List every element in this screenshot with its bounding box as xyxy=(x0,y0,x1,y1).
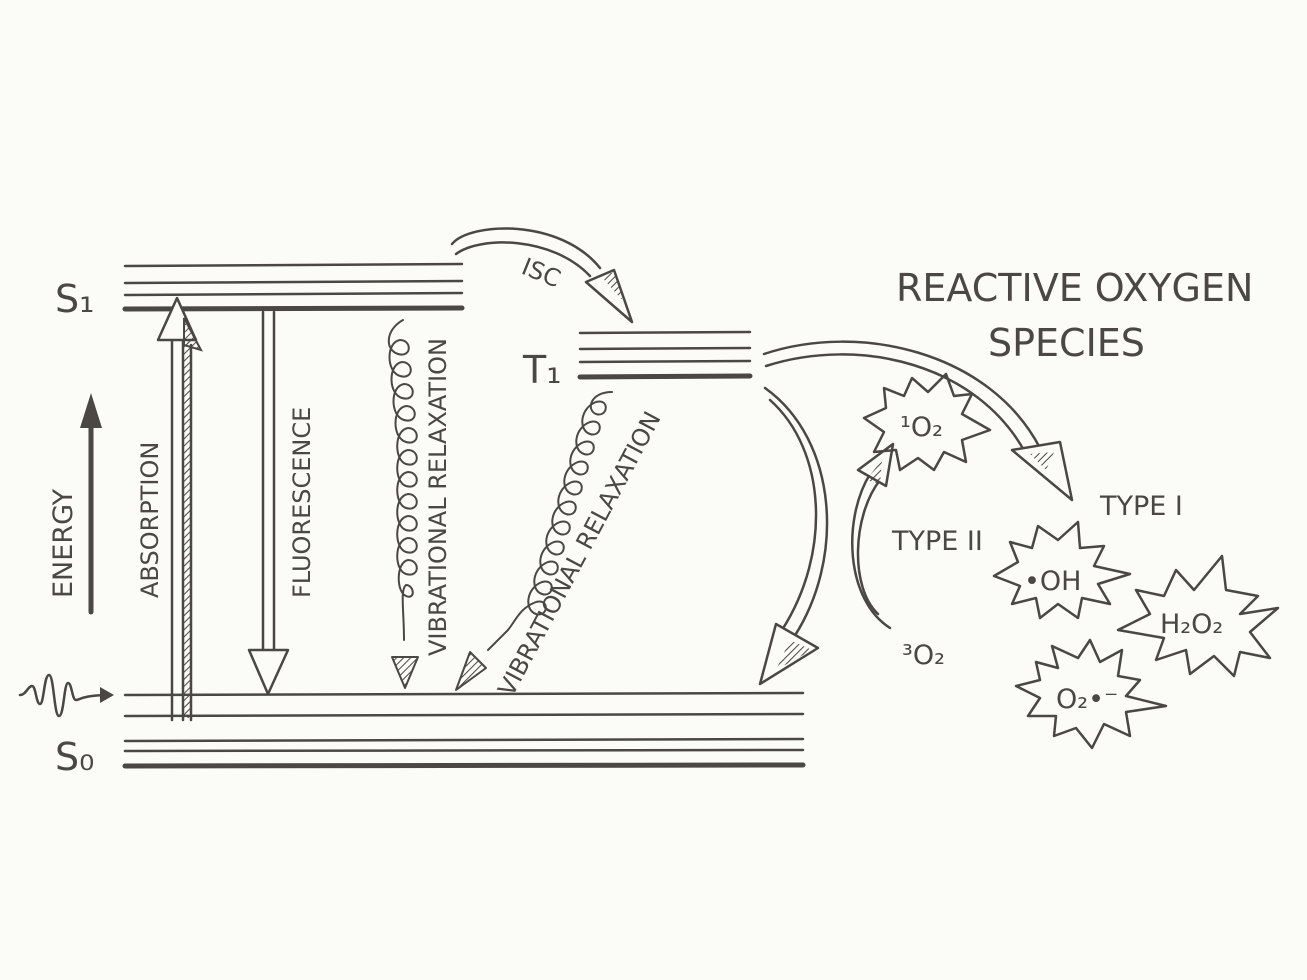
t1-label: T₁ xyxy=(522,348,561,392)
absorption-label: ABSORPTION xyxy=(136,442,164,598)
ros-title-line2: SPECIES xyxy=(988,321,1145,365)
s1-label: S₁ xyxy=(55,277,94,321)
vibrational-relaxation-s1-label: VIBRATIONAL RELAXATION xyxy=(424,338,452,656)
hydrogen-peroxide-burst xyxy=(1116,554,1280,678)
t1-levels xyxy=(577,330,753,380)
vibrational-relaxation-t1-arrow xyxy=(455,391,613,691)
superoxide-burst xyxy=(1014,638,1168,750)
t1-to-s0-arrow xyxy=(758,386,829,686)
isc-arrow xyxy=(450,227,634,324)
light-wave-icon xyxy=(18,673,114,718)
isc-label: ISC xyxy=(518,253,565,294)
hydrogen-peroxide-label: H₂O₂ xyxy=(1160,609,1223,640)
s0-label: S₀ xyxy=(55,735,94,779)
vibrational-relaxation-s1-arrow xyxy=(387,319,419,689)
singlet-oxygen-label: ¹O₂ xyxy=(900,412,943,443)
fluorescence-label: FLUORESCENCE xyxy=(288,407,316,598)
energy-axis xyxy=(80,393,102,615)
type-i-label: TYPE I xyxy=(1099,491,1183,522)
hydroxyl-burst xyxy=(992,520,1132,620)
type-ii-label: TYPE II xyxy=(891,526,983,557)
absorption-arrow xyxy=(156,296,203,722)
type-ii-arrow xyxy=(851,442,895,630)
superoxide-label: O₂•⁻ xyxy=(1056,684,1118,715)
triplet-oxygen-label: ³O₂ xyxy=(902,640,945,671)
s0-levels xyxy=(122,691,806,769)
type-i-arrow xyxy=(762,340,1074,502)
energy-label: ENERGY xyxy=(48,488,79,598)
ros-title-line1: REACTIVE OXYGEN xyxy=(896,266,1253,310)
hydroxyl-label: •OH xyxy=(1024,566,1081,597)
singlet-oxygen-burst xyxy=(862,372,992,472)
fluorescence-arrow xyxy=(247,310,290,696)
